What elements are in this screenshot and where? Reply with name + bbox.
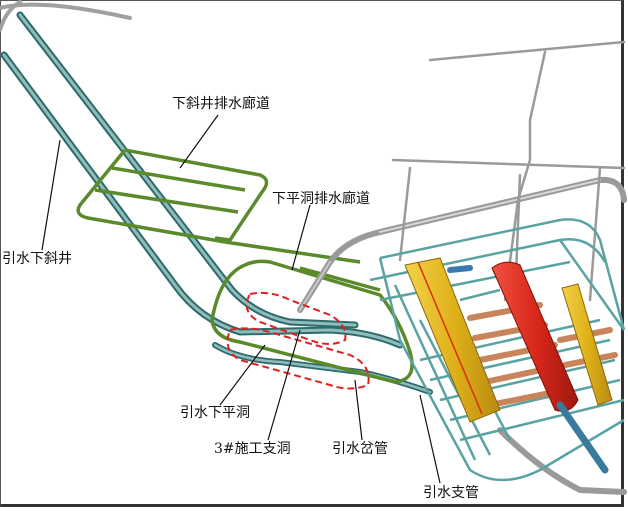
yellow-cavern-right	[561, 283, 613, 406]
label-diversion-branch: 引水支管	[423, 485, 479, 501]
leader-lines	[41, 114, 441, 484]
tailrace-pipe	[447, 265, 609, 474]
thin-grey-lines	[391, 40, 626, 302]
flat-drain-gallery	[210, 259, 414, 384]
yellow-cavern-left	[404, 257, 501, 423]
label-construction-adit-3: 3#施工支洞	[214, 441, 291, 457]
label-diversion-bifurcation: 引水岔管	[332, 441, 388, 457]
label-diversion-lower-incline: 引水下斜井	[2, 251, 72, 267]
diversion-incline-pipes	[0, 11, 433, 395]
incline-drain-gallery	[76, 148, 361, 264]
label-lower-incline-drain: 下斜井排水廊道	[172, 96, 270, 112]
label-lower-flat-drain: 下平洞排水廊道	[272, 191, 370, 207]
highlight-dashes	[226, 291, 370, 390]
label-diversion-lower-flat: 引水下平洞	[180, 405, 250, 421]
top-grey-pipes	[0, 0, 132, 32]
cavern-cage	[369, 218, 626, 482]
